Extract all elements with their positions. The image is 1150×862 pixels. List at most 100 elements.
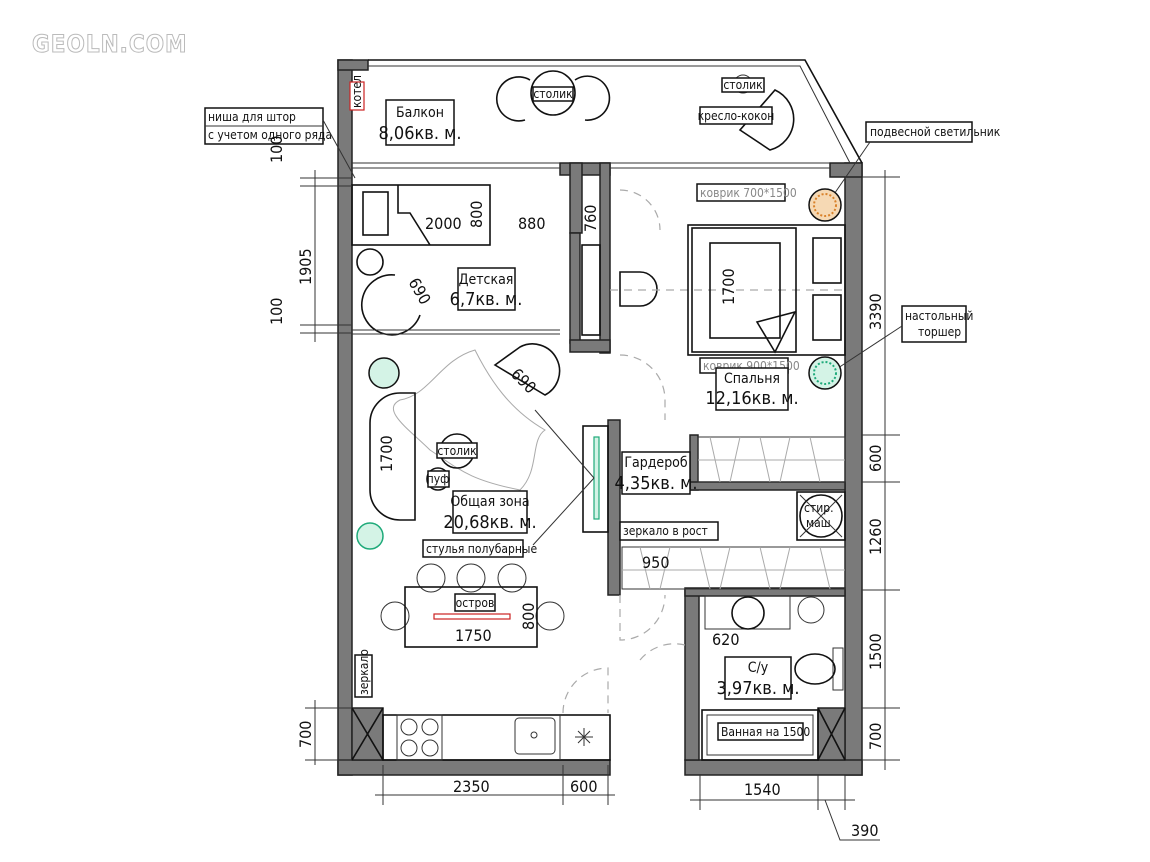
floor-lamp-label-1: настольный bbox=[905, 309, 973, 323]
rug-top-label: коврик 700*1500 bbox=[700, 186, 797, 200]
dim-right-3390: 3390 bbox=[866, 293, 885, 330]
common-zone: 1700 690 столик пуф Общая зона 20,68кв. … bbox=[354, 343, 609, 714]
rug-icon bbox=[393, 349, 546, 491]
kitchen bbox=[382, 714, 611, 761]
dim-right-1500: 1500 bbox=[866, 633, 885, 670]
pendant-lamp-callout: подвесной светильник bbox=[829, 121, 1001, 201]
bar-stool-icon bbox=[416, 563, 446, 593]
wardrobe-area: 4,35кв. м. bbox=[614, 473, 697, 494]
dim-wardrobe-950: 950 bbox=[642, 553, 669, 572]
washer-label-2: маш bbox=[806, 516, 831, 530]
curtain-niche-label-1: ниша для штор bbox=[208, 110, 296, 124]
boiler-label: котел bbox=[350, 75, 364, 108]
dim-left-700: 700 bbox=[296, 721, 315, 748]
sink-icon bbox=[514, 717, 556, 755]
vanity-icon bbox=[704, 595, 791, 630]
balcony: котел Балкон 8,06кв. м. столик столик кр… bbox=[349, 59, 863, 169]
bedroom-area: 12,16кв. м. bbox=[705, 388, 798, 409]
dim-bottom-2350: 2350 bbox=[453, 777, 490, 796]
dim-left-100-top: 100 bbox=[267, 136, 286, 163]
cooktop-icon bbox=[396, 714, 443, 761]
dim-bed-2000: 2000 bbox=[425, 214, 462, 233]
dim-bed-1700: 1700 bbox=[719, 268, 738, 305]
dim-bottom-390: 390 bbox=[851, 821, 878, 840]
washing-machine-icon bbox=[796, 491, 846, 541]
common-zone-name: Общая зона bbox=[450, 494, 529, 510]
bathtub-icon bbox=[701, 709, 819, 761]
bedroom-name: Спальня bbox=[724, 371, 780, 387]
bedroom: коврик 700*1500 1700 коврик 900*1500 Спа… bbox=[619, 183, 846, 420]
boiler-icon bbox=[349, 81, 365, 111]
dim-island-1750: 1750 bbox=[455, 626, 492, 645]
dim-left-1905: 1905 bbox=[296, 248, 315, 285]
sofa-icon bbox=[369, 392, 416, 521]
chair-icon bbox=[574, 75, 611, 121]
coffee-table-label: столик bbox=[437, 444, 477, 458]
mirror-icon bbox=[593, 436, 600, 520]
chair-icon bbox=[495, 76, 531, 122]
watermark: GEOLN.COM bbox=[32, 30, 188, 58]
washbasin-icon bbox=[731, 596, 765, 630]
bathroom: С/у 3,97кв. м. 620 Ванная на 1500 bbox=[639, 595, 844, 761]
bathroom-name: С/у bbox=[748, 660, 769, 676]
floor-lamp-icon bbox=[368, 357, 400, 389]
cocoon-chair-icon bbox=[738, 89, 795, 151]
kids-room: 2000 800 880 760 690 Детская 6,7кв. м. bbox=[351, 184, 845, 336]
desk-chair-icon bbox=[619, 271, 658, 307]
bar-stool-icon bbox=[456, 563, 486, 593]
floor-lamp-callout: настольный торшер bbox=[834, 305, 973, 371]
island-label: остров bbox=[456, 596, 495, 610]
balcony-name: Балкон bbox=[396, 105, 444, 121]
common-zone-area: 20,68кв. м. bbox=[443, 512, 536, 533]
bathroom-area: 3,97кв. м. bbox=[716, 678, 799, 699]
kids-room-name: Детская bbox=[459, 272, 514, 288]
wardrobe: Гардероб 4,35кв. м. стир. маш зеркало в … bbox=[532, 409, 846, 641]
kitchen-counter-icon bbox=[382, 714, 611, 761]
desk-icon bbox=[581, 244, 601, 336]
pouf-label: пуф bbox=[427, 472, 450, 486]
balcony-area: 8,06кв. м. bbox=[378, 123, 461, 144]
dim-desk-760: 760 bbox=[581, 205, 600, 232]
fridge-icon bbox=[575, 728, 593, 746]
toilet-icon bbox=[794, 653, 836, 685]
dim-bed-800: 800 bbox=[467, 201, 486, 228]
bar-stool-icon bbox=[497, 563, 527, 593]
pillow-icon bbox=[812, 294, 842, 341]
dim-left-100-bottom: 100 bbox=[267, 298, 286, 325]
dim-right-700: 700 bbox=[866, 723, 885, 750]
kids-bed-icon bbox=[351, 184, 491, 246]
curtain-niche-callout: ниша для штор с учетом одного ряда bbox=[204, 107, 356, 179]
armchair-icon bbox=[493, 343, 561, 396]
dim-sofa-1700: 1700 bbox=[377, 435, 396, 472]
washer-label-1: стир. bbox=[804, 501, 834, 515]
curtain-niche-label-2: с учетом одного ряда bbox=[208, 128, 332, 142]
kids-room-area: 6,7кв. м. bbox=[450, 289, 523, 310]
dim-sink-620: 620 bbox=[712, 630, 739, 649]
balcony-table-label: столик bbox=[533, 87, 573, 101]
kitchen-island-icon bbox=[404, 586, 538, 648]
table-icon bbox=[530, 70, 576, 116]
bar-stools-label: стулья полубарные bbox=[426, 542, 537, 556]
wardrobe-name: Гардероб bbox=[624, 455, 688, 471]
bathtub-label: Ванная на 1500 bbox=[721, 725, 810, 739]
dim-island-800: 800 bbox=[519, 603, 538, 630]
dim-bottom-600: 600 bbox=[570, 777, 597, 796]
dim-passage-880: 880 bbox=[518, 214, 545, 233]
chair-icon bbox=[535, 601, 565, 631]
dim-right-600: 600 bbox=[866, 445, 885, 472]
dim-bottom-1540: 1540 bbox=[744, 780, 781, 799]
floor-lamp-label-2: торшер bbox=[918, 325, 961, 339]
dimension-lines: 100 1905 100 700 2350 600 1540 390 3390 … bbox=[267, 136, 900, 841]
dim-right-1260: 1260 bbox=[866, 518, 885, 555]
full-mirror-label: зеркало в рост bbox=[623, 524, 708, 538]
side-table-label: столик bbox=[723, 78, 763, 92]
dim-armchair-690: 690 bbox=[507, 364, 540, 397]
cocoon-chair-label: кресло-кокон bbox=[698, 109, 775, 123]
pillow-icon bbox=[812, 237, 842, 284]
dim-kids-chair-690: 690 bbox=[405, 275, 435, 308]
floor-lamp-icon bbox=[356, 522, 384, 550]
pendant-lamp-label: подвесной светильник bbox=[870, 125, 1001, 139]
chair-icon bbox=[380, 601, 410, 631]
mirror-label: зеркало bbox=[357, 649, 371, 695]
bed-icon bbox=[687, 224, 846, 356]
